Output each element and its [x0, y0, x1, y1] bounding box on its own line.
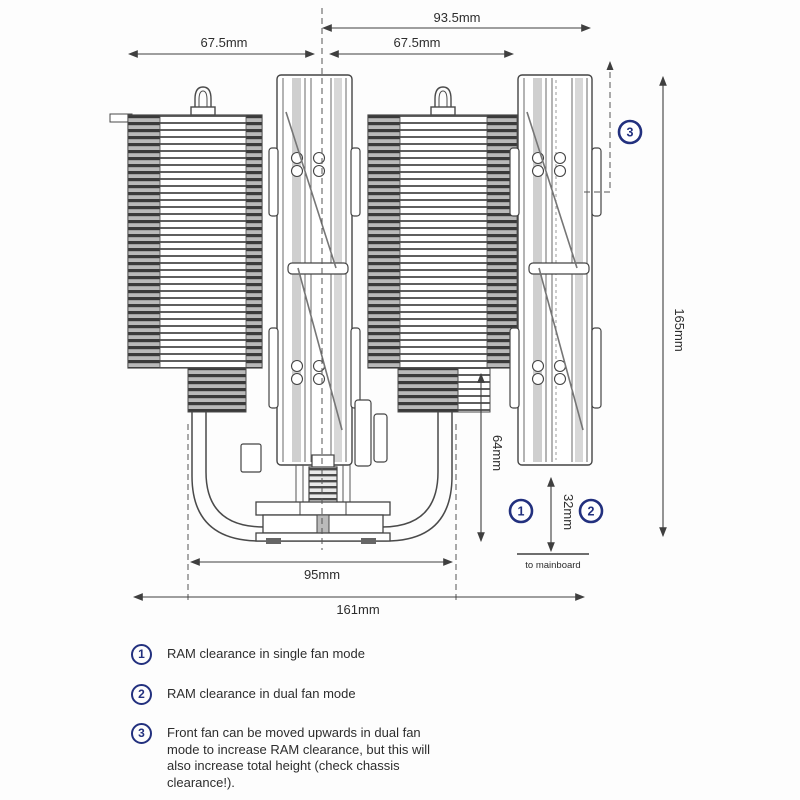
cooler-dimension-diagram: 67.5mm 67.5mm 93.5mm 165mm 64mm 32mm 95m…: [109, 8, 687, 617]
callout-1-number: 1: [518, 505, 525, 519]
left-fin-tower: [109, 86, 263, 413]
dimension-lines: [127, 24, 667, 601]
legend-item-2: 2 RAM clearance in dual fan mode: [131, 684, 356, 705]
legend-circle-3: 3: [131, 723, 152, 744]
dim-935-label: 93.5mm: [434, 10, 481, 25]
legend-circle-2: 2: [131, 684, 152, 705]
legend-item-3: 3 Front fan can be moved upwards in dual…: [131, 723, 452, 791]
legend-text-3: Front fan can be moved upwards in dual f…: [167, 725, 431, 790]
legend-circle-1: 1: [131, 644, 152, 665]
callout-3-number: 3: [627, 126, 634, 140]
right-tower-clip-icon: [430, 86, 456, 116]
dim-67-left-label: 67.5mm: [201, 35, 248, 50]
legend-item-1: 1 RAM clearance in single fan mode: [131, 644, 365, 665]
fan-clip-holes-icon: [531, 151, 567, 386]
callout-2: 2: [578, 498, 604, 524]
dim-64-label: 64mm: [490, 435, 505, 471]
callout-2-number: 2: [588, 505, 595, 519]
dim-32-label: 32mm: [561, 494, 576, 530]
construction-lines: [187, 8, 614, 602]
legend-text-2: RAM clearance in dual fan mode: [167, 686, 356, 701]
to-mainboard-label: to mainboard: [525, 560, 580, 571]
legend-text-1: RAM clearance in single fan mode: [167, 646, 365, 661]
left-tower-clip-icon: [190, 86, 216, 116]
dim-67-right-label: 67.5mm: [394, 35, 441, 50]
right-fin-tower: [367, 86, 518, 413]
dim-95-label: 95mm: [304, 567, 340, 582]
callout-3: 3: [617, 119, 643, 145]
callout-1: 1: [508, 498, 534, 524]
center-fan: [268, 74, 361, 466]
dim-165-label: 165mm: [672, 308, 687, 351]
dim-161-label: 161mm: [336, 602, 379, 617]
rear-fan: [509, 74, 602, 466]
base-plate: [255, 501, 391, 544]
base-assembly: [240, 399, 391, 544]
